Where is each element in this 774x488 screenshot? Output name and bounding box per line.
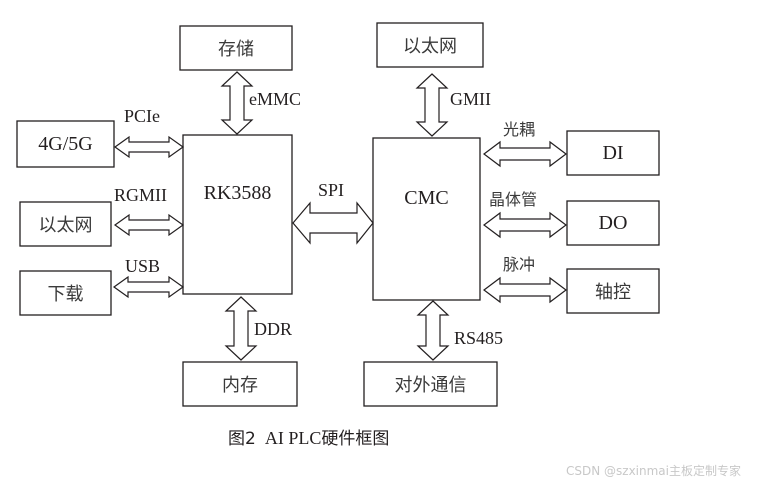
cmc-box (372, 137, 481, 301)
transistor-label: 晶体管 (489, 190, 538, 209)
gmii-arrow (415, 73, 449, 137)
figure-caption: 图2 AI PLC硬件框图 (228, 424, 389, 449)
spi-label: SPI (318, 180, 345, 200)
axis-control-label: 轴控 (595, 282, 631, 303)
emmc-label: eMMC (249, 89, 302, 109)
memory-label: 内存 (222, 375, 258, 396)
axis-control-box (566, 268, 660, 314)
rs485-arrow (416, 300, 450, 361)
cmc-label: CMC (404, 186, 449, 209)
emmc-arrow (220, 71, 254, 135)
pulse-label: 脉冲 (503, 255, 536, 274)
caption-title-en: AI PLC (264, 428, 322, 448)
external-comm-label: 对外通信 (394, 375, 467, 396)
external-comm-box (363, 361, 498, 407)
caption-title-cn: 硬件框图 (321, 429, 390, 449)
caption-fig-num: 图2 (228, 429, 256, 449)
optocoupler-label: 光耦 (503, 120, 536, 139)
download-box (19, 270, 112, 316)
memory-box (182, 361, 298, 407)
rk3588-box (182, 134, 293, 295)
pcie-arrow (113, 135, 185, 159)
modem-box (16, 120, 115, 168)
rs485-label: RS485 (454, 328, 504, 348)
ethernet-top-label: 以太网 (403, 36, 457, 57)
storage-box (179, 25, 293, 71)
di-label: DI (602, 141, 624, 164)
ethernet-top-box (376, 22, 484, 68)
rk3588-label: RK3588 (203, 181, 272, 204)
pcie-label: PCIe (124, 106, 160, 126)
ddr-label: DDR (254, 319, 293, 339)
modem-label: 4G/5G (38, 132, 93, 155)
ddr-arrow (224, 296, 258, 361)
optocoupler-arrow (483, 140, 567, 168)
watermark: CSDN @szxinmai主板定制专家 (566, 464, 741, 478)
rgmii-arrow (113, 213, 185, 237)
pulse-arrow (483, 276, 567, 304)
do-label: DO (598, 211, 628, 234)
do-box (566, 200, 660, 246)
spi-arrow (292, 201, 374, 245)
download-label: 下载 (47, 284, 84, 305)
ethernet-left-label: 以太网 (38, 215, 93, 236)
ethernet-left-box (19, 201, 112, 247)
gmii-label: GMII (450, 89, 491, 109)
rgmii-label: RGMII (114, 185, 167, 205)
storage-label: 存储 (218, 39, 254, 60)
transistor-arrow (483, 211, 567, 239)
usb-arrow (112, 275, 185, 299)
usb-label: USB (125, 256, 161, 276)
di-box (566, 130, 660, 176)
